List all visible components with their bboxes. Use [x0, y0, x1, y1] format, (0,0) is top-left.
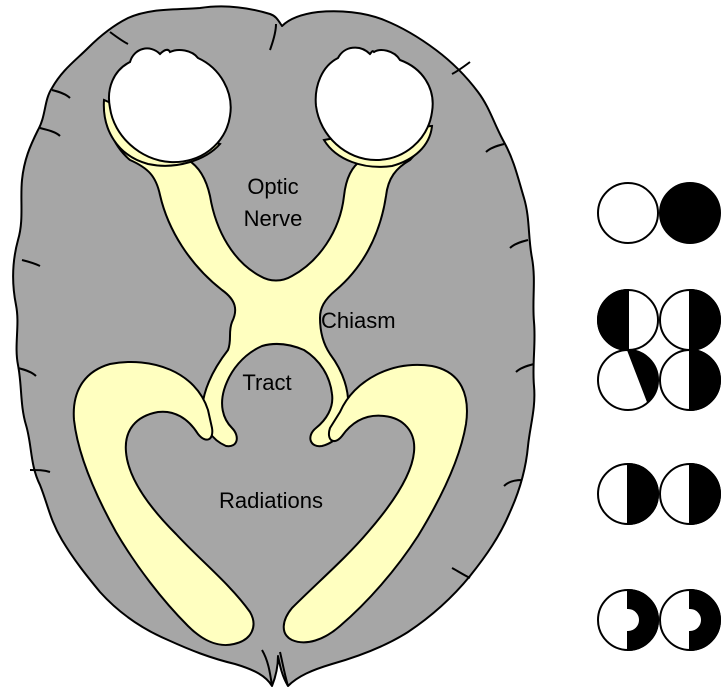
- field-right-temporal-loss-fill: [690, 290, 720, 350]
- field-right-homonymous-fill: [690, 464, 720, 524]
- radiations-label: Radiations: [219, 488, 323, 513]
- field-row-3: [598, 350, 720, 410]
- field-left-normal: [598, 183, 658, 243]
- brain-outline: [13, 6, 534, 686]
- left-eye: [104, 48, 231, 165]
- field-row-2: [598, 290, 720, 350]
- field-row-1: [598, 183, 720, 243]
- optic-nerve-label-line1: Optic: [247, 174, 298, 199]
- brain: [13, 6, 534, 686]
- chiasm-label: Chiasm: [321, 308, 396, 333]
- visual-field-panels: [598, 183, 720, 650]
- field-left-temporal-loss-fill: [598, 290, 628, 350]
- field-row-4: [598, 464, 720, 524]
- field-row-5: [598, 590, 720, 650]
- field-right-blind: [660, 183, 720, 243]
- tract-label: Tract: [242, 370, 291, 395]
- optic-nerve-label-line2: Nerve: [244, 206, 303, 231]
- field-right-half-fill: [690, 350, 720, 410]
- field-left-homonymous-fill: [628, 464, 658, 524]
